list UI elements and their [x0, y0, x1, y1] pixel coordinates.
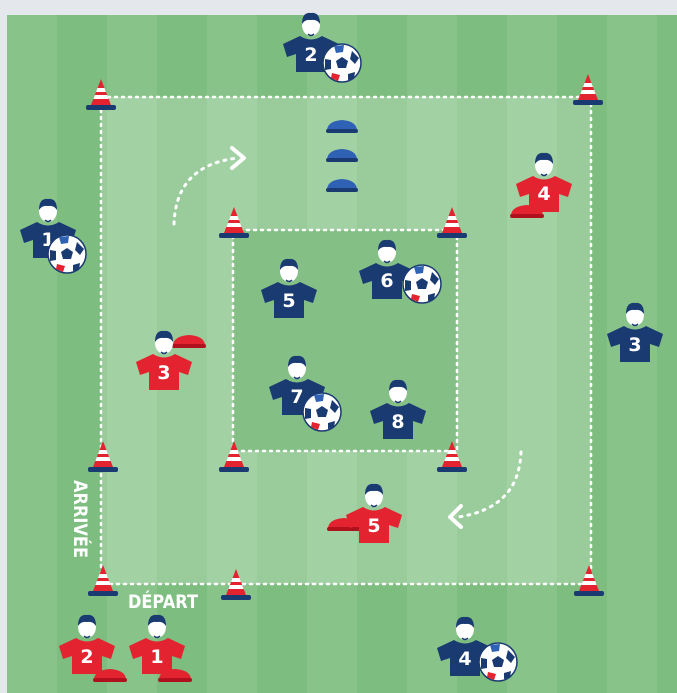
- ball-icon: [48, 235, 86, 273]
- svg-text:5: 5: [282, 290, 295, 312]
- ball-icon: [323, 44, 361, 82]
- ball-icon: [403, 265, 441, 303]
- svg-text:4: 4: [537, 183, 550, 205]
- arrivee-label: ARRIVÉE: [69, 480, 92, 558]
- depart-label: DÉPART: [128, 590, 198, 613]
- svg-text:2: 2: [304, 44, 317, 66]
- svg-text:7: 7: [290, 386, 303, 408]
- svg-text:3: 3: [157, 362, 170, 384]
- svg-text:6: 6: [380, 270, 393, 292]
- svg-text:8: 8: [391, 411, 404, 433]
- svg-text:2: 2: [80, 646, 93, 668]
- svg-text:5: 5: [367, 515, 380, 537]
- svg-text:4: 4: [458, 648, 471, 670]
- ball-icon: [303, 393, 341, 431]
- svg-text:1: 1: [150, 646, 163, 668]
- ball-icon: [479, 643, 517, 681]
- svg-text:3: 3: [628, 334, 641, 356]
